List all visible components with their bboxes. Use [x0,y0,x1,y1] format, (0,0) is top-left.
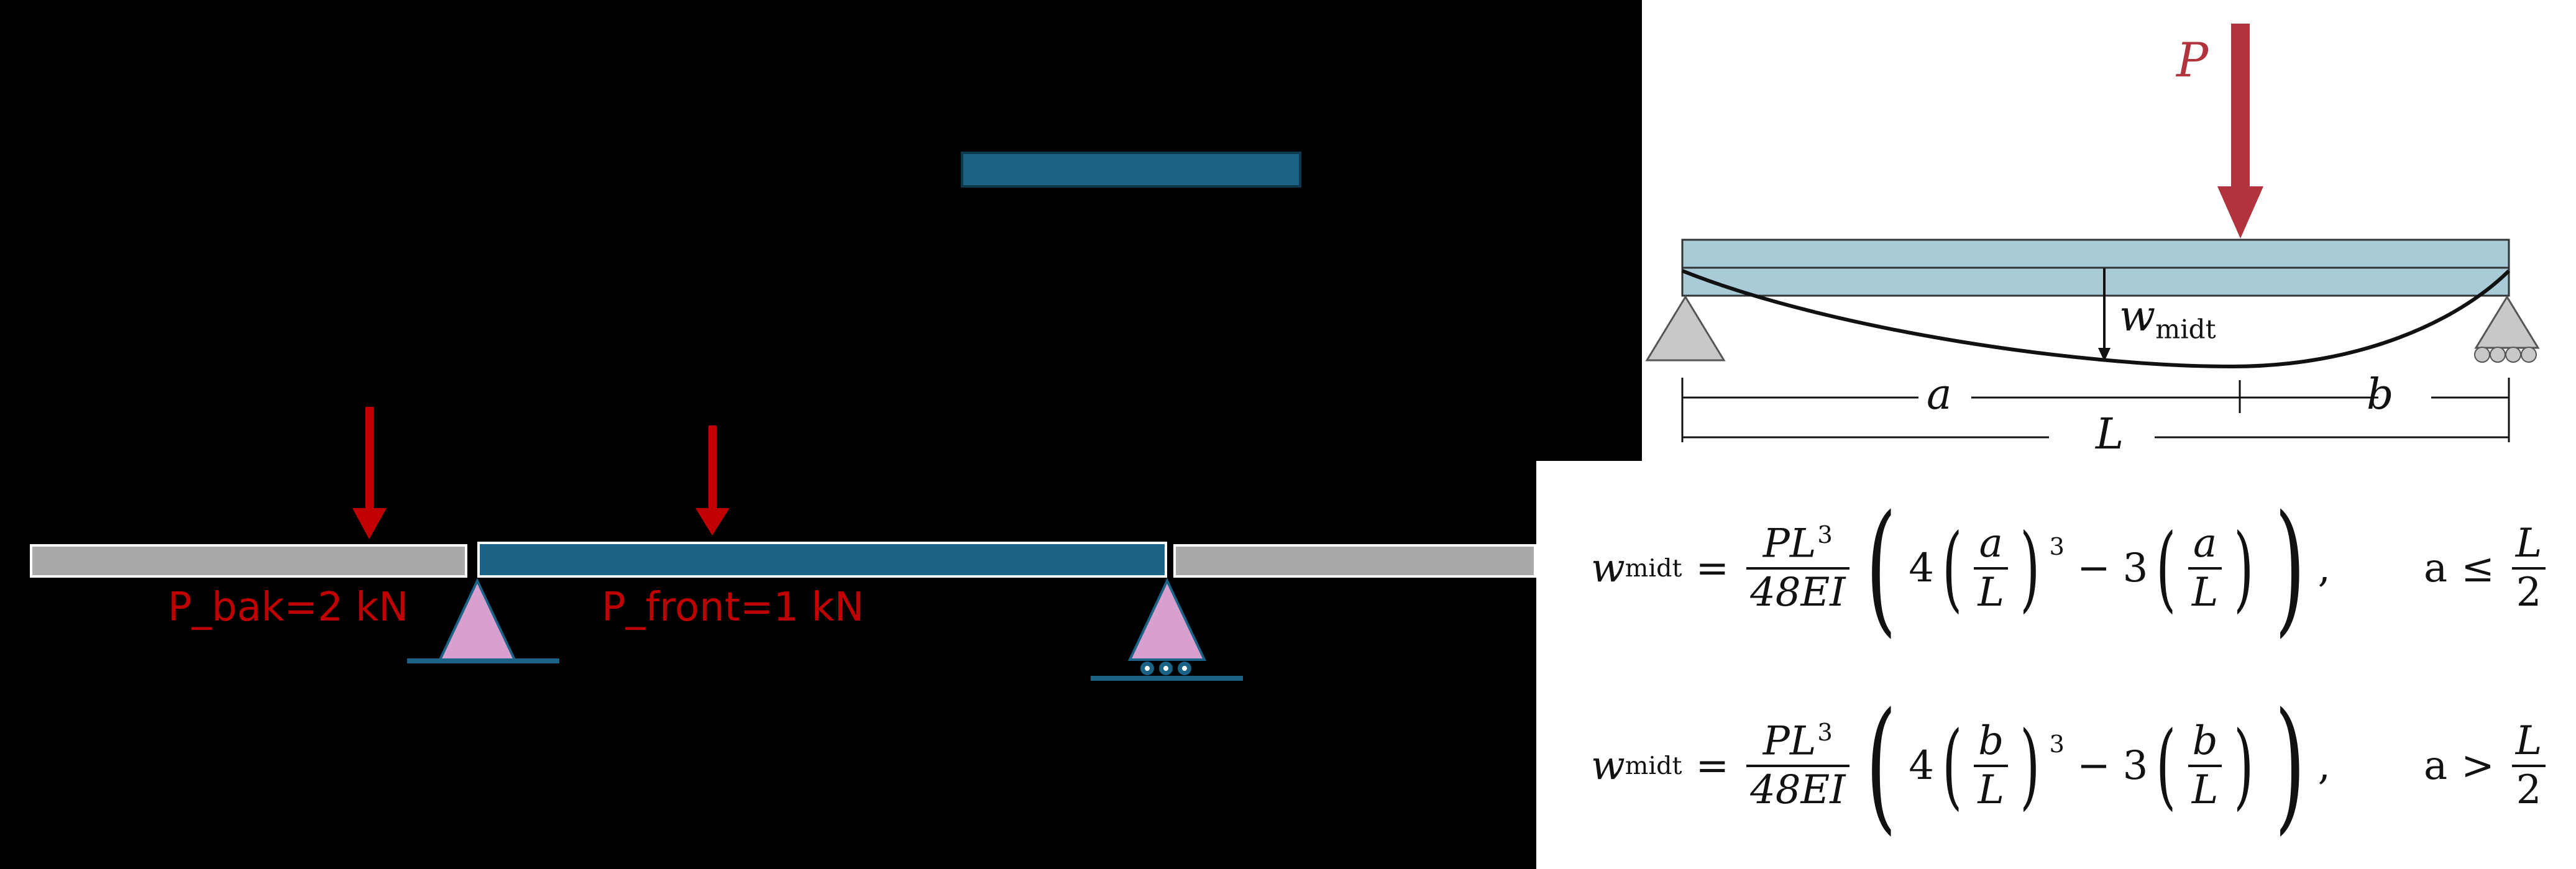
left-paren: ( [2156,712,2176,820]
coef-num: PL [1762,717,1817,764]
coef-num: PL [1762,520,1817,566]
reference-roller-support-icon [2474,295,2540,363]
deflection-subscript: midt [2155,314,2216,345]
rear-load-label: P_bak=2 kN [168,585,409,630]
ratio-1: a L [1974,520,2008,616]
term1-coef: 4 [1909,743,1934,789]
dimension-a-label: a [1927,370,1952,419]
condition-den: 2 [2516,570,2542,616]
right-big-paren: ) [2275,683,2306,849]
formula-lhs: w [1591,743,1625,789]
right-paren: ) [2234,712,2254,820]
condition-op: ≤ [2461,545,2495,591]
coef-den: 48EI [1750,570,1846,616]
left-paren: ( [2156,514,2176,622]
left-paren: ( [1942,514,1963,622]
condition-num: L [2515,520,2542,566]
formula-coefficient: PL3 48EI [1746,717,1849,814]
ratio-num: b [2192,717,2218,764]
formula-coefficient: PL3 48EI [1746,520,1849,616]
formula-eq: = [1695,545,1730,591]
formula-lhs-sub: midt [1625,752,1682,780]
condition-fraction: L 2 [2511,520,2546,616]
floating-beam-segment [961,152,1301,188]
front-load-arrow-icon [695,425,730,535]
term1-exp: 3 [2049,533,2065,561]
deflection-curve [1681,269,2511,369]
minus: − [2076,743,2111,789]
reference-load-arrow-icon [2217,24,2263,239]
dimension-b-label: b [2367,370,2394,419]
formula-lhs-sub: midt [1625,554,1682,583]
reference-pin-support-icon [1645,295,1726,362]
roller-support-icon [1091,578,1243,681]
coef-exp: 3 [1817,718,1833,747]
condition-var: a [2423,743,2448,789]
right-paren: ) [2020,514,2040,622]
beam-diagram [30,152,1536,681]
front-load-label: P_front=1 kN [602,585,864,630]
reference-figure-panel [1642,0,2576,463]
ratio-2: a L [2188,520,2222,616]
term1-coef: 4 [1909,545,1934,591]
beam-left-overhang [30,544,467,578]
ratio-den: L [1978,570,2004,616]
left-big-paren: ( [1865,683,1897,849]
ratio-num: b [1978,717,2004,764]
condition-var: a [2423,545,2448,591]
condition-fraction: L 2 [2511,717,2546,813]
reference-load-label: P [2176,32,2209,88]
beam-right-overhang [1173,544,1536,578]
ratio-2: b L [2188,717,2222,813]
right-paren: ) [2234,514,2254,622]
ratio-1: b L [1974,717,2008,813]
condition-den: 2 [2516,767,2542,813]
left-big-paren: ( [1865,485,1897,651]
formula-eq: = [1695,743,1730,789]
coef-exp: 3 [1817,521,1833,549]
ratio-den: L [1978,767,2004,813]
pin-support-icon [407,578,559,663]
reference-deflection-label: wmidt [2119,292,2216,345]
coef-den: 48EI [1750,767,1846,814]
condition-op: > [2461,743,2495,789]
comma: , [2317,743,2331,789]
formula-lhs: w [1591,545,1625,591]
comma: , [2317,545,2331,591]
minus: − [2076,545,2111,591]
left-paren: ( [1942,712,1963,820]
beam-main-span [477,542,1167,578]
term2-coef: 3 [2122,743,2148,789]
reference-beam-figure [1645,24,2540,442]
ratio-num: a [1979,520,2003,566]
term1-exp: 3 [2049,730,2065,758]
right-big-paren: ) [2275,485,2306,651]
deflection-arrow-icon [2098,268,2111,362]
term2-coef: 3 [2122,545,2148,591]
right-paren: ) [2020,712,2040,820]
deflection-symbol: w [2119,292,2156,341]
ratio-num: a [2193,520,2217,566]
dimension-L-label: L [2096,410,2124,459]
dimension-lines [1681,378,2510,442]
ratio-den: L [2191,767,2219,813]
ratio-den: L [2191,570,2219,616]
rear-load-arrow-icon [352,407,387,539]
condition-num: L [2515,717,2542,764]
formula-panel [1536,461,2576,869]
